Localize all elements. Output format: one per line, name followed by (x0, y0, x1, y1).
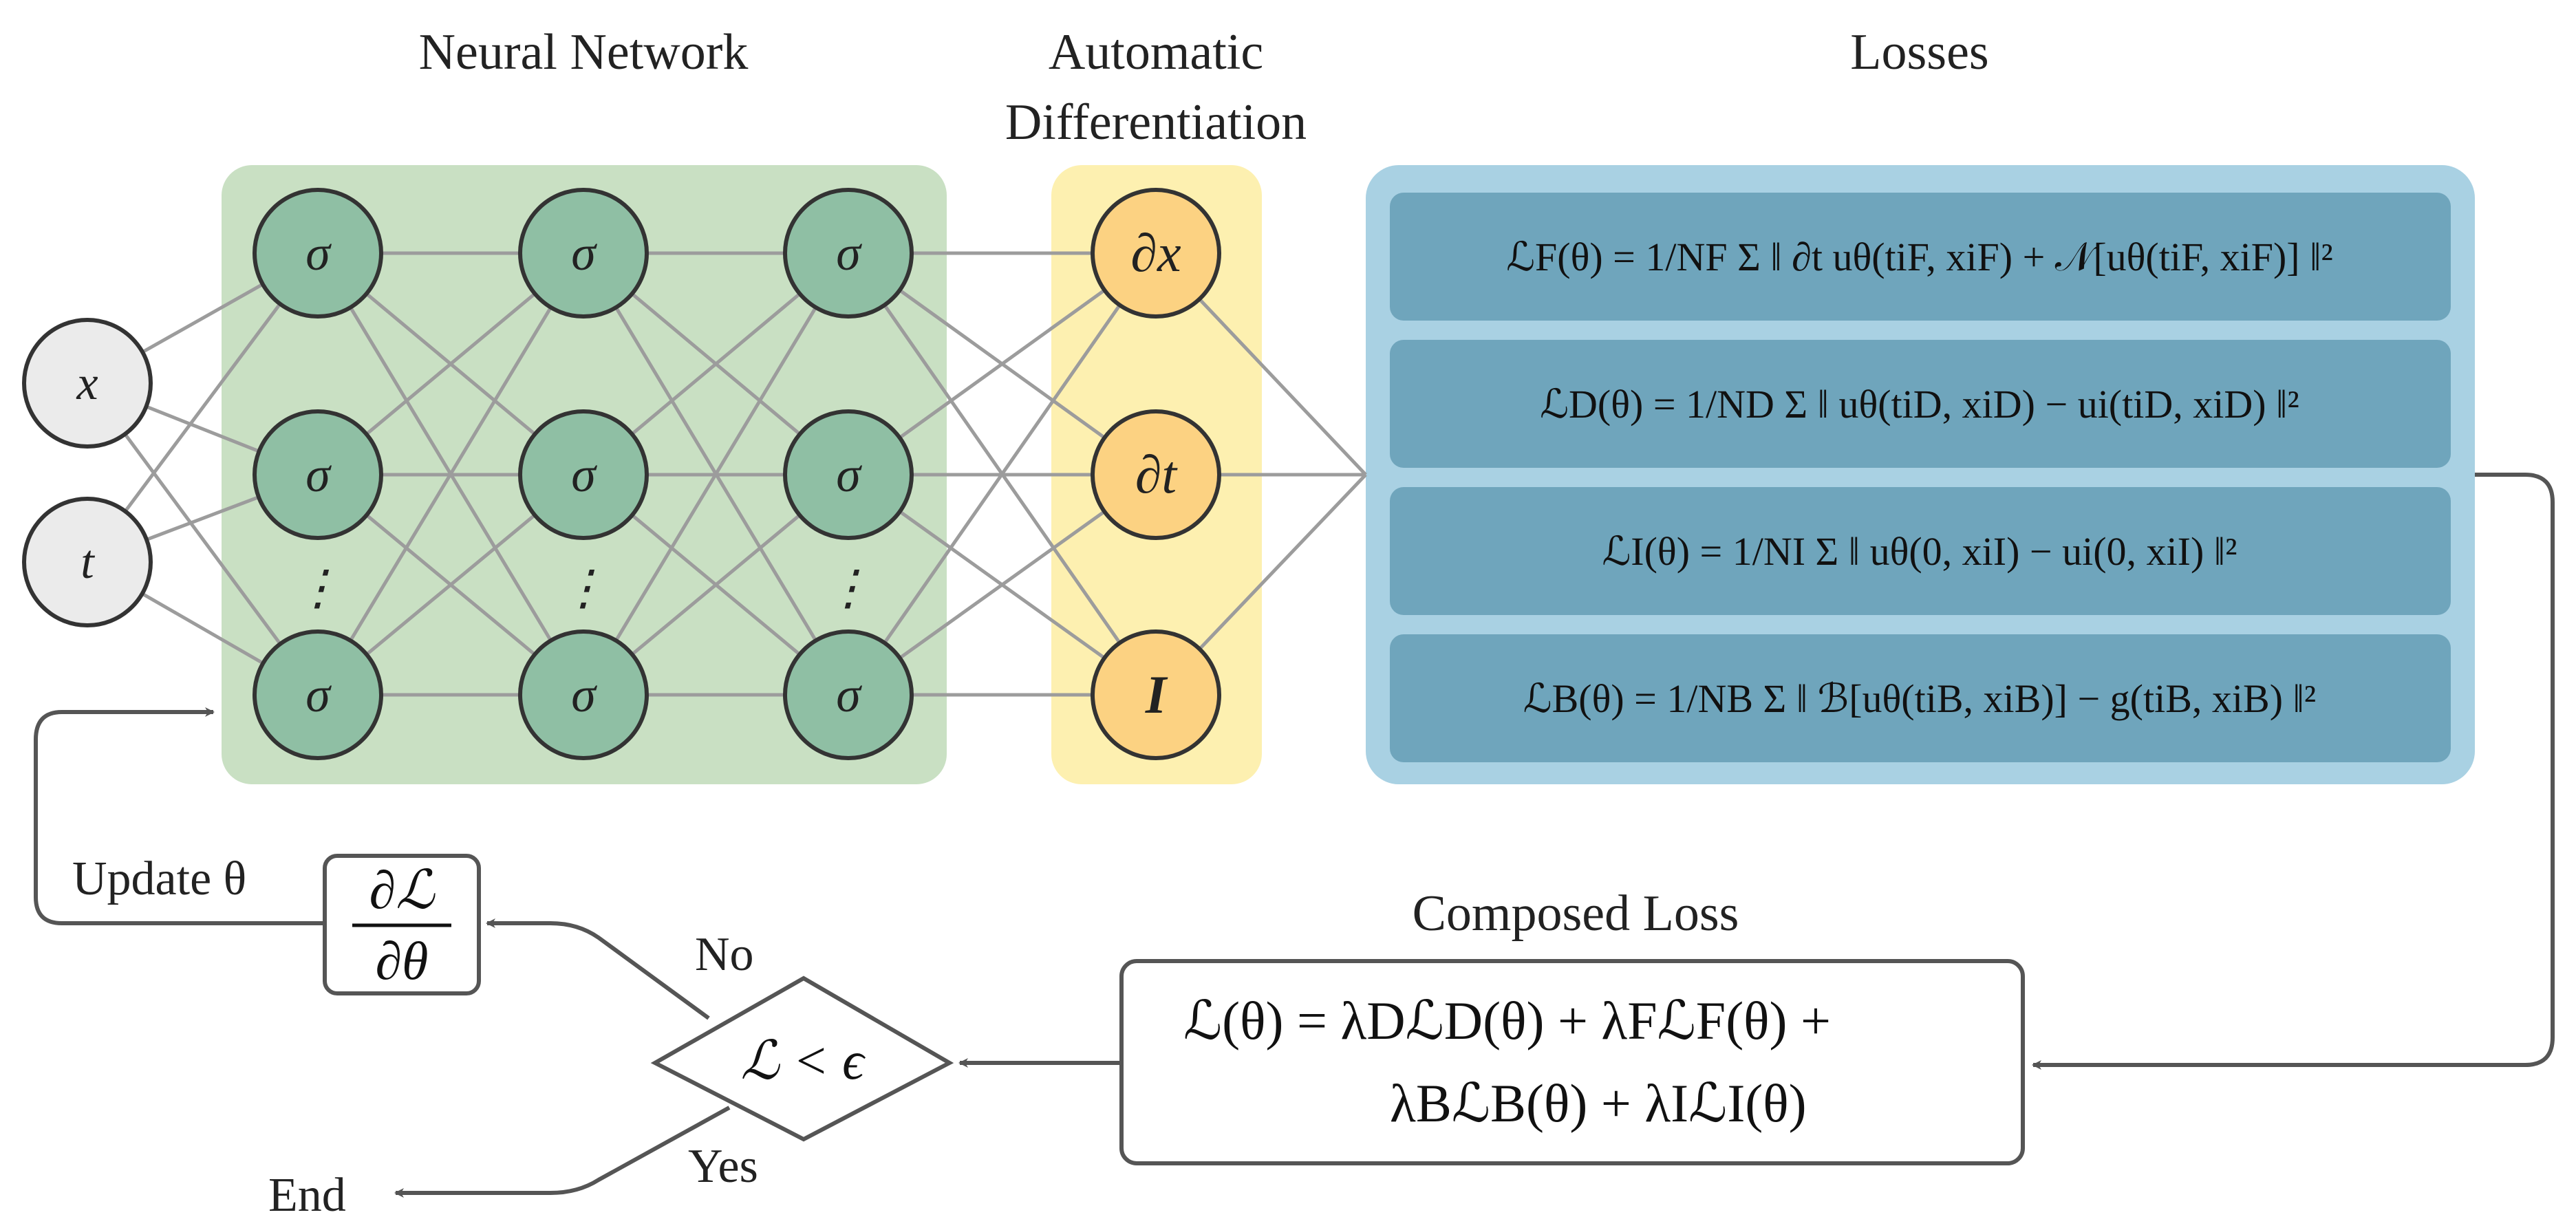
composed-loss-line2: λBℒB(θ) + λIℒI(θ) (1390, 1073, 1807, 1133)
edge-l0-2-0 (316, 252, 586, 696)
edge-l1-2-0 (581, 252, 850, 696)
neuron-symbol: σ (571, 226, 597, 281)
ad-node-dx: ∂x (1091, 188, 1221, 319)
loss-box-b (1390, 634, 2451, 762)
composed-loss-heading: Composed Loss (1413, 885, 1739, 942)
neuron-l2-1: σ (518, 188, 649, 319)
neuron-l2-3: σ (518, 629, 649, 760)
loss-formula-b: ℒB(θ) = 1/NB Σ ‖ ℬ[uθ(tiB, xiB)] − g(tiB… (1523, 676, 2316, 721)
arrow-losses-to-composed (2032, 473, 2555, 1070)
arrow-decision-no (486, 918, 710, 1020)
neuron-l2-2: σ (518, 409, 649, 540)
neural-network-heading: Neural Network (419, 24, 749, 80)
neuron-l3-3: σ (783, 629, 914, 760)
loss-box-i (1390, 487, 2451, 615)
neuron-l3-1: σ (783, 188, 914, 319)
update-theta-label: Update θ (72, 852, 246, 905)
neuron-symbol: σ (305, 667, 332, 722)
ad-label-identity: I (1145, 665, 1168, 724)
input-label-t: t (80, 536, 95, 589)
neuron-symbol: σ (836, 667, 862, 722)
yes-label: Yes (688, 1140, 758, 1193)
neuron-l1-1: σ (253, 188, 383, 319)
neuron-l1-3: σ (253, 629, 383, 760)
autodiff-heading-line1: Automatic (1049, 24, 1263, 80)
ad-node-identity: I (1091, 629, 1221, 760)
neuron-symbol: σ (305, 226, 332, 281)
ad-label-dt: ∂t (1135, 444, 1179, 504)
ellipsis-layer-3: ⋮ (824, 562, 872, 615)
neuron-l3-2: σ (783, 409, 914, 540)
gradient-denominator: ∂θ (376, 931, 429, 991)
gradient-numerator: ∂ℒ (369, 860, 436, 920)
neuron-symbol: σ (836, 447, 862, 502)
input-label-x: x (76, 357, 98, 410)
ad-node-dt: ∂t (1091, 409, 1221, 540)
input-node-t: t (22, 497, 153, 627)
ellipsis-layer-2: ⋮ (559, 562, 608, 615)
input-node-x: x (22, 318, 153, 449)
loss-formula-f: ℒF(θ) = 1/NF Σ ‖ ∂t uθ(tiF, xiF) + 𝒩[uθ(… (1506, 235, 2333, 279)
loss-box-d (1390, 340, 2451, 468)
ellipsis-layer-1: ⋮ (294, 562, 342, 615)
losses-heading: Losses (1850, 24, 1988, 80)
composed-loss-line1: ℒ(θ) = λDℒD(θ) + λFℒF(θ) + (1183, 991, 1831, 1051)
neuron-l1-2: σ (253, 409, 383, 540)
loss-formula-d: ℒD(θ) = 1/ND Σ ‖ uθ(tiD, xiD) − ui(tiD, … (1540, 382, 2299, 427)
neuron-symbol: σ (305, 447, 332, 502)
neuron-symbol: σ (571, 667, 597, 722)
edge-hidden-ad-2-0 (846, 252, 1158, 696)
loss-formula-i: ℒI(θ) = 1/NI Σ ‖ uθ(0, xiI) − ui(0, xiI)… (1602, 529, 2237, 574)
autodiff-heading-line2: Differentiation (1005, 94, 1307, 151)
neuron-symbol: σ (571, 447, 597, 502)
no-label: No (695, 928, 754, 981)
loss-box-f (1390, 193, 2451, 321)
neuron-symbol: σ (836, 226, 862, 281)
ad-label-dx: ∂x (1130, 223, 1181, 283)
end-label: End (268, 1169, 346, 1222)
arrow-update-loop (34, 707, 325, 925)
decision-label: ℒ < ϵ (740, 1031, 866, 1090)
arrow-decision-yes (394, 1106, 731, 1198)
decision-diamond (650, 976, 954, 1142)
